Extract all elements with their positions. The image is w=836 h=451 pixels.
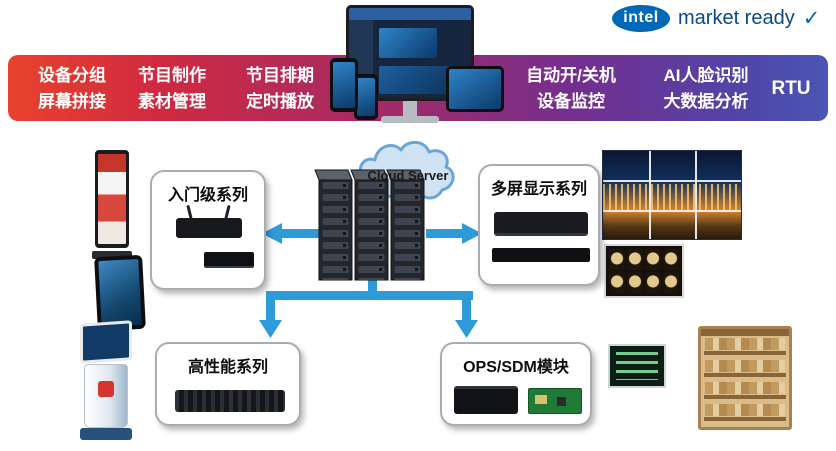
- tablet-display-screen: [98, 258, 142, 328]
- feature-ai-face-recognition: AI人脸识别 大数据分析: [641, 63, 771, 114]
- ops-module-image: [454, 386, 518, 414]
- series-box-label: 入门级系列: [167, 187, 248, 204]
- feature-auto-power: 自动开/关机 设备监控: [511, 63, 631, 114]
- video-wall-image: [602, 150, 742, 240]
- kiosk-screen: [98, 154, 126, 244]
- menu-item-photo: [609, 272, 625, 293]
- tablet-image: [446, 66, 504, 112]
- media-player-image: [176, 204, 242, 238]
- menu-board-image: [604, 244, 684, 298]
- feature-program-scheduling: 节目排期 定时播放: [228, 63, 332, 114]
- city-lights: [603, 184, 741, 211]
- feature-line-2: 屏幕拼接: [38, 91, 106, 111]
- arrow-to-performance-series: [259, 276, 473, 338]
- shelf-board: [704, 395, 786, 399]
- menu-item-photo: [609, 249, 625, 270]
- arrow-to-ops-sdm: [455, 291, 478, 338]
- menu-item-photo: [627, 272, 643, 293]
- monitor-stand: [403, 101, 417, 116]
- check-icon: ✓: [802, 6, 821, 30]
- feature-line-1: 设备分组: [38, 66, 106, 85]
- monitor-ui-topbar: [349, 8, 471, 20]
- shelf-board: [704, 373, 786, 377]
- monitor-ui-thumbnail: [379, 28, 437, 58]
- shelf-products: [705, 382, 785, 394]
- media-player-image: [492, 248, 590, 262]
- server-rack-icon: [314, 169, 425, 281]
- video-wall-bezel: [695, 151, 697, 239]
- feature-device-grouping: 设备分组 屏幕拼接: [20, 63, 124, 114]
- self-service-kiosk-image: [74, 320, 138, 442]
- monitor-base: [381, 116, 439, 123]
- intel-logo-icon: intel: [612, 4, 670, 32]
- menu-screen-image: [608, 344, 666, 388]
- menu-item-photo: [645, 272, 661, 293]
- feature-line-2: 设备监控: [537, 91, 605, 111]
- menu-item-photo: [645, 249, 661, 270]
- feature-line-1: RTU: [771, 78, 811, 99]
- shelf-board: [704, 417, 786, 421]
- series-box-label: 高性能系列: [187, 359, 268, 376]
- video-wall-bezel: [603, 180, 741, 182]
- antenna: [186, 204, 193, 220]
- antenna: [224, 204, 231, 220]
- feature-rtu: RTU: [761, 75, 821, 104]
- intel-market-ready-logo: intel market ready ✓: [612, 3, 820, 33]
- media-player-image: [175, 390, 285, 412]
- shelf-products: [705, 360, 785, 372]
- menu-screen-content: [616, 352, 658, 380]
- phone-image: [354, 74, 378, 120]
- feature-program-production: 节目制作 素材管理: [120, 63, 224, 114]
- menu-item-photo: [627, 249, 643, 270]
- feature-line-2: 定时播放: [246, 91, 314, 111]
- feature-line-2: 素材管理: [138, 91, 206, 111]
- feature-line-1: AI人脸识别: [663, 66, 749, 85]
- menu-item-photo: [663, 249, 679, 270]
- shelf-header: [701, 329, 789, 336]
- arrow-to-entry-series: [262, 223, 320, 244]
- shelf-board: [704, 351, 786, 355]
- feature-line-1: 节目制作: [138, 66, 206, 85]
- video-wall-bezel: [649, 151, 651, 239]
- feature-line-1: 自动开/关机: [526, 66, 616, 85]
- kiosk-totem-image: [92, 150, 132, 266]
- shelf-products: [705, 338, 785, 350]
- video-wall-bezel: [603, 210, 741, 212]
- series-box-multiscreen: 多屏显示系列: [478, 164, 600, 286]
- phone-screen: [357, 78, 375, 116]
- kiosk-logo-badge: [98, 381, 114, 397]
- series-box-label: 多屏显示系列: [490, 181, 587, 198]
- series-box-label: OPS/SDM模块: [463, 359, 569, 376]
- feature-line-2: 大数据分析: [663, 91, 749, 111]
- self-service-kiosk-screen: [80, 320, 132, 364]
- pcb-chip: [535, 395, 547, 404]
- self-service-kiosk-base: [80, 428, 132, 440]
- tablet-display-image: [94, 254, 146, 332]
- sdm-board-image: [528, 388, 582, 414]
- media-player-image: [204, 252, 254, 268]
- phone-screen: [333, 62, 355, 108]
- menu-item-photo: [663, 272, 679, 293]
- self-service-kiosk-body: [84, 364, 128, 428]
- feature-line-1: 节目排期: [246, 66, 314, 85]
- market-ready-label: market ready: [678, 6, 795, 29]
- series-box-entry: 入门级系列: [150, 170, 266, 290]
- series-box-ops-sdm: OPS/SDM模块: [440, 342, 592, 426]
- shelf-products: [705, 404, 785, 416]
- cloud-server-label: Cloud Server: [367, 168, 449, 183]
- media-player-image: [494, 212, 588, 236]
- kiosk-frame: [95, 150, 129, 248]
- series-box-performance: 高性能系列: [155, 342, 301, 426]
- tablet-screen: [449, 69, 501, 109]
- retail-shelf-image: [698, 326, 792, 430]
- kiosk-base: [92, 251, 132, 259]
- arrow-to-multiscreen-series: [426, 223, 482, 244]
- pcb-chip: [557, 397, 566, 406]
- phone-image: [330, 58, 358, 112]
